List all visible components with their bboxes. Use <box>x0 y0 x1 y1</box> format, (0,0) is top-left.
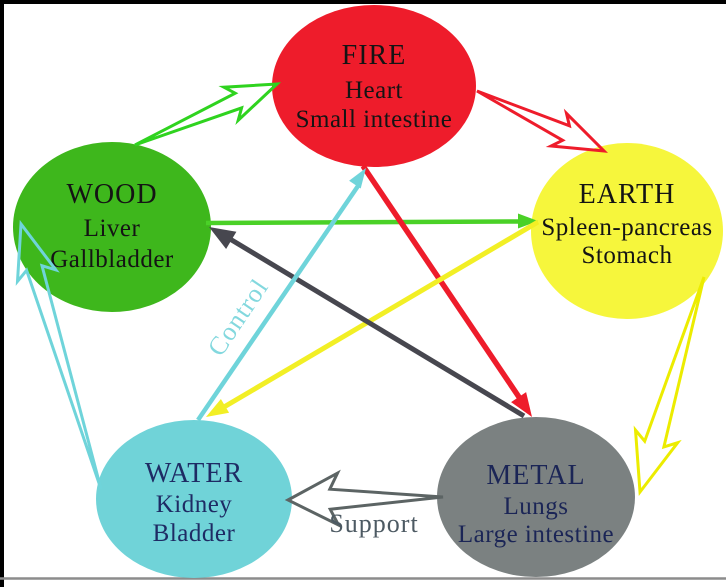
node-earth: EARTH Spleen-pancreas Stomach <box>531 143 723 319</box>
wood-organ-1: Liver <box>84 215 141 242</box>
water-circle <box>96 420 292 578</box>
node-water: WATER Kidney Bladder <box>96 420 292 578</box>
control-arrow-wood-earth-head <box>518 213 538 229</box>
generation-arrows <box>15 82 706 529</box>
left-border <box>0 0 4 587</box>
generation-arrow-earth-metal <box>633 276 706 497</box>
control-arrow-wood-earth-line <box>205 219 522 226</box>
water-title: WATER <box>145 458 243 489</box>
fire-title: FIRE <box>342 40 407 71</box>
node-fire: FIRE Heart Small intestine <box>272 5 476 167</box>
support-label: Support <box>329 509 418 538</box>
generation-arrow-metal-water <box>284 469 444 529</box>
control-arrows <box>196 164 540 422</box>
node-metal: METAL Lungs Large intestine <box>437 417 635 577</box>
control-arrow-earth-water-line <box>222 219 540 410</box>
earth-circle <box>531 143 723 319</box>
earth-organ-1: Spleen-pancreas <box>541 214 712 241</box>
fire-circle <box>272 5 476 167</box>
water-organ-1: Kidney <box>156 491 233 518</box>
generation-arrow-water-wood <box>15 219 103 490</box>
control-arrow-fire-metal-head <box>511 392 532 417</box>
top-border <box>0 0 726 4</box>
node-wood: WOOD Liver Gallbladder <box>13 142 211 312</box>
earth-organ-2: Stomach <box>582 242 673 269</box>
fire-organ-1: Heart <box>345 77 403 104</box>
control-label: Control <box>202 273 274 361</box>
metal-circle <box>437 417 635 577</box>
generation-arrow-wood-fire <box>134 82 282 147</box>
metal-title: METAL <box>486 460 585 491</box>
control-arrow-water-fire-line <box>196 184 360 422</box>
control-arrow-fire-metal-line <box>360 164 526 405</box>
control-arrow-metal-wood-head <box>209 227 237 249</box>
metal-organ-2: Large intestine <box>458 521 614 548</box>
wood-circle <box>13 142 211 312</box>
control-arrow-water-fire-head <box>349 168 366 189</box>
control-arrow-metal-wood-line <box>228 236 526 419</box>
water-organ-2: Bladder <box>153 520 236 547</box>
control-arrow-earth-water-head <box>206 399 230 417</box>
wood-title: WOOD <box>66 179 157 210</box>
metal-organ-1: Lungs <box>504 493 569 520</box>
wood-organ-2: Gallbladder <box>50 246 174 273</box>
earth-title: EARTH <box>579 179 676 210</box>
generation-arrow-fire-earth <box>476 89 608 153</box>
fire-organ-2: Small intestine <box>296 106 453 133</box>
